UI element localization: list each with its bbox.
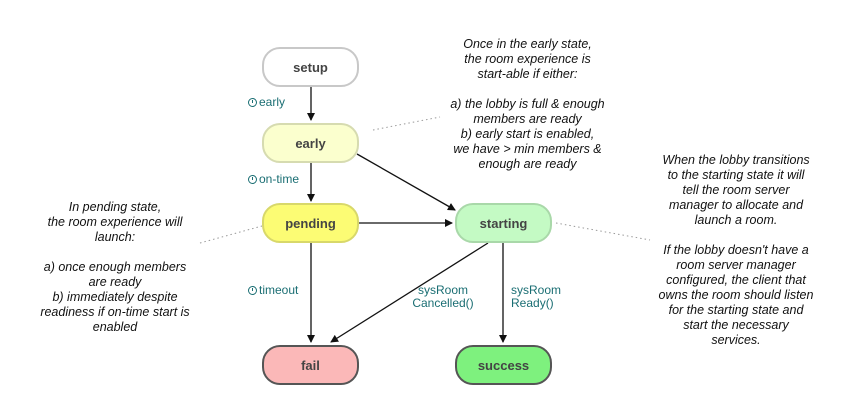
edge-label-sysroom-cancelled-line2: Cancelled() — [412, 296, 474, 310]
edge-label-sysroom-ready-line2: Ready() — [511, 296, 554, 310]
edge-label-sysroom-ready-line1: sysRoom — [511, 283, 562, 297]
edge-label-on-time-text: on-time — [259, 172, 300, 186]
node-pending-label: pending — [285, 215, 336, 231]
node-early: early — [262, 123, 359, 163]
edge-label-sysroom-ready: sysRoom Ready() — [511, 284, 561, 310]
node-setup-label: setup — [293, 59, 328, 75]
edge-early-starting — [356, 153, 456, 211]
note-early-state: Once in the early state, the room experi… — [450, 37, 605, 171]
clock-icon — [248, 98, 257, 107]
clock-icon — [248, 286, 257, 295]
node-fail-label: fail — [301, 357, 320, 373]
edge-label-sysroom-cancelled: sysRoom Cancelled() — [410, 284, 476, 310]
node-starting-label: starting — [479, 215, 528, 231]
edge-label-timeout-text: timeout — [259, 283, 299, 297]
node-success-label: success — [477, 357, 530, 373]
note-starting-state: When the lobby transitions to the starti… — [658, 153, 814, 347]
node-setup: setup — [262, 47, 359, 87]
edge-label-on-time: on-time — [248, 173, 299, 186]
edge-label-timeout: timeout — [248, 284, 298, 297]
edge-label-early-text: early — [259, 95, 286, 109]
node-pending: pending — [262, 203, 359, 243]
node-early-label: early — [295, 135, 326, 151]
node-starting: starting — [455, 203, 552, 243]
connector-pending-note — [199, 225, 263, 244]
note-pending-state: In pending state, the room experience wi… — [40, 200, 190, 334]
node-fail: fail — [262, 345, 359, 385]
edge-starting-fail — [330, 242, 489, 343]
node-success: success — [455, 345, 552, 385]
edge-label-early: early — [248, 96, 285, 109]
edge-label-sysroom-cancelled-line1: sysRoom — [417, 283, 468, 297]
clock-icon — [248, 175, 257, 184]
